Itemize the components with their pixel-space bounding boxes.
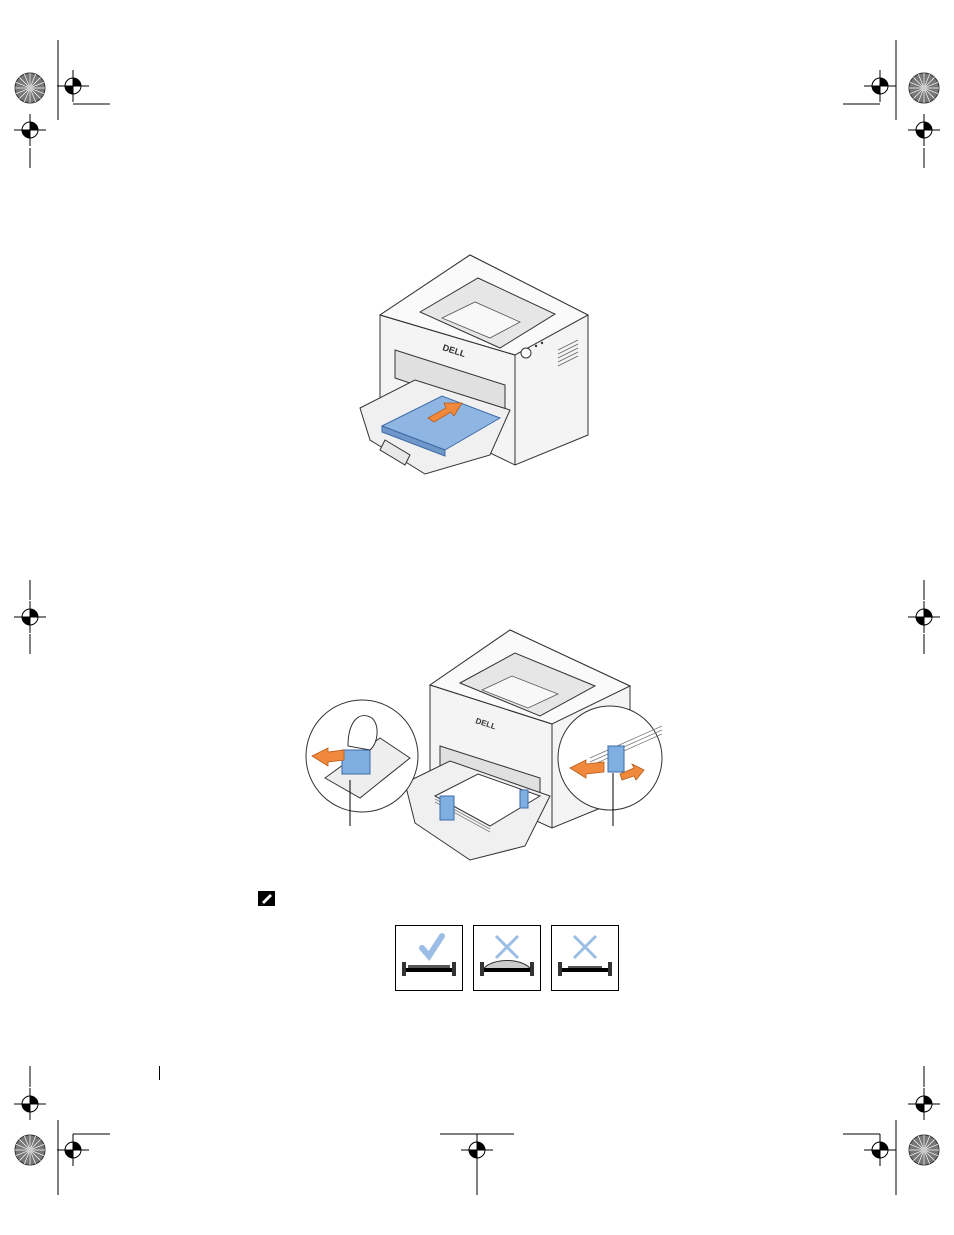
- cross-icon: [552, 926, 618, 990]
- registration-target-icon: [864, 70, 896, 102]
- registration-star-icon: [15, 1135, 45, 1165]
- registration-target-icon: [908, 601, 940, 633]
- pencil-note-icon: [257, 890, 277, 908]
- paper-check-bad-curled: [473, 925, 541, 991]
- left-guide: [440, 796, 454, 820]
- note-icon-wrap: [257, 890, 277, 908]
- figure-load-paper: DELL: [350, 250, 590, 475]
- figure-adjust-guides: DELL: [300, 628, 665, 863]
- paper-check-bad-low: [551, 925, 619, 991]
- registration-star-icon: [909, 1135, 939, 1165]
- registration-target-icon: [908, 1088, 940, 1120]
- registration-star-icon: [909, 73, 939, 103]
- printer-paper-guides-illustration: DELL: [300, 628, 665, 863]
- registration-target-icon: [864, 1134, 896, 1166]
- registration-target-icon: [14, 114, 46, 146]
- printer-loading-paper-illustration: DELL: [350, 250, 590, 475]
- registration-target-icon: [461, 1134, 493, 1166]
- registration-target-icon: [908, 114, 940, 146]
- margin-rule: [159, 1066, 160, 1080]
- paper-check-good: [395, 925, 463, 991]
- check-icon: [396, 926, 462, 990]
- registration-target-icon: [57, 1134, 89, 1166]
- registration-target-icon: [14, 601, 46, 633]
- right-guide: [520, 790, 528, 808]
- cross-icon: [474, 926, 540, 990]
- registration-star-icon: [15, 73, 45, 103]
- registration-target-icon: [57, 70, 89, 102]
- registration-target-icon: [14, 1088, 46, 1120]
